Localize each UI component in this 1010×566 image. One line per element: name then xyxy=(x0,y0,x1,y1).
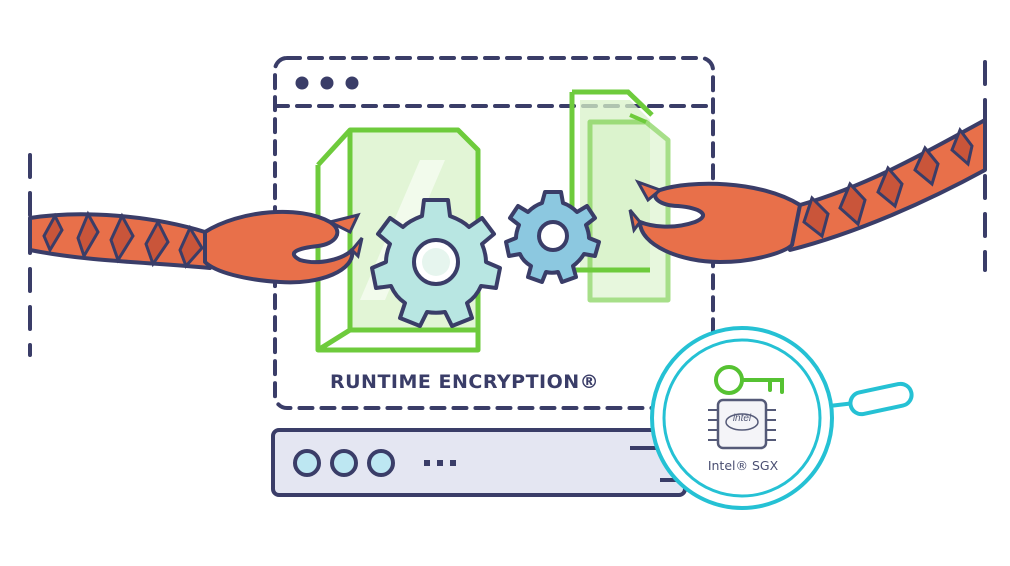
window-dot-icon xyxy=(320,76,334,90)
crab-claw xyxy=(628,118,987,264)
window-dot-icon xyxy=(345,76,359,90)
crab-claw xyxy=(28,209,364,285)
chip-brand-label: intel xyxy=(732,413,752,424)
chip-icon xyxy=(708,398,776,450)
magnifier-icon xyxy=(650,326,914,510)
magnifier-label: Intel® SGX xyxy=(707,458,779,473)
gear-icon xyxy=(370,198,502,328)
server-dot-icon xyxy=(330,449,358,477)
server-dot-icon xyxy=(367,449,395,477)
server-bar xyxy=(271,428,687,497)
diagram-caption: RUNTIME ENCRYPTION® xyxy=(330,371,600,393)
key-icon xyxy=(714,365,784,395)
window-dot-icon xyxy=(295,76,309,90)
server-dot-icon xyxy=(293,449,321,477)
boundary-lines xyxy=(28,60,987,357)
gear-icon xyxy=(504,190,601,284)
